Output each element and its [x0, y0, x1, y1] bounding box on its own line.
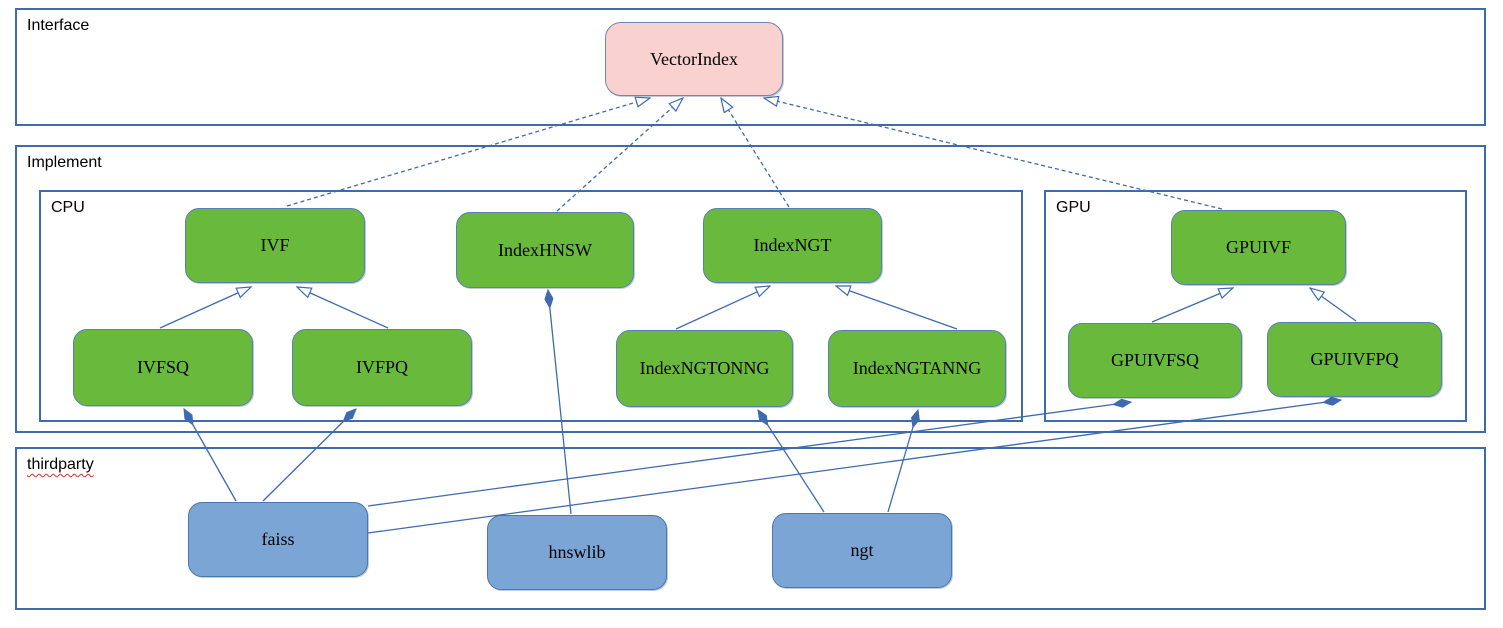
node-ivf[interactable]: IVF	[185, 208, 365, 283]
node-label: ngt	[850, 540, 874, 560]
section-label-implement: Implement	[27, 154, 102, 171]
node-ivfsq[interactable]: IVFSQ	[73, 329, 253, 406]
node-gpuivf[interactable]: GPUIVF	[1171, 210, 1346, 285]
node-label: IndexHNSW	[498, 239, 592, 260]
node-label: IndexNGTONNG	[639, 358, 770, 378]
node-label: IVF	[260, 235, 290, 255]
node-label: GPUIVF	[1225, 237, 1291, 257]
node-indexngt[interactable]: IndexNGT	[703, 208, 882, 283]
section-label-interface: Interface	[27, 17, 90, 34]
node-label: GPUIVFSQ	[1110, 350, 1200, 370]
node-label: IVFSQ	[136, 357, 189, 377]
node-indexngtanng[interactable]: IndexNGTANNG	[828, 330, 1006, 407]
section-label-cpu: CPU	[51, 199, 85, 216]
section-label-thirdparty: thirdparty	[27, 456, 94, 473]
node-faiss[interactable]: faiss	[188, 502, 368, 577]
node-indexhnsw[interactable]: IndexHNSW	[456, 212, 634, 288]
node-label: IVFPQ	[355, 357, 408, 377]
node-label: IndexNGT	[753, 235, 832, 255]
node-hnswlib[interactable]: hnswlib	[487, 515, 667, 590]
node-vectorindex[interactable]: VectorIndex	[605, 22, 783, 96]
section-label-gpu: GPU	[1056, 199, 1091, 216]
node-label: hnswlib	[548, 542, 606, 562]
node-label: faiss	[261, 529, 295, 549]
node-label: IndexNGTANNG	[852, 358, 982, 378]
node-label: GPUIVFPQ	[1310, 349, 1399, 369]
node-ivfpq[interactable]: IVFPQ	[292, 329, 472, 406]
node-indexngtonng[interactable]: IndexNGTONNG	[616, 330, 793, 407]
node-ngt[interactable]: ngt	[772, 513, 952, 588]
node-label: VectorIndex	[650, 48, 738, 69]
node-gpuivfsq[interactable]: GPUIVFSQ	[1068, 323, 1242, 398]
node-gpuivfpq[interactable]: GPUIVFPQ	[1267, 322, 1442, 397]
